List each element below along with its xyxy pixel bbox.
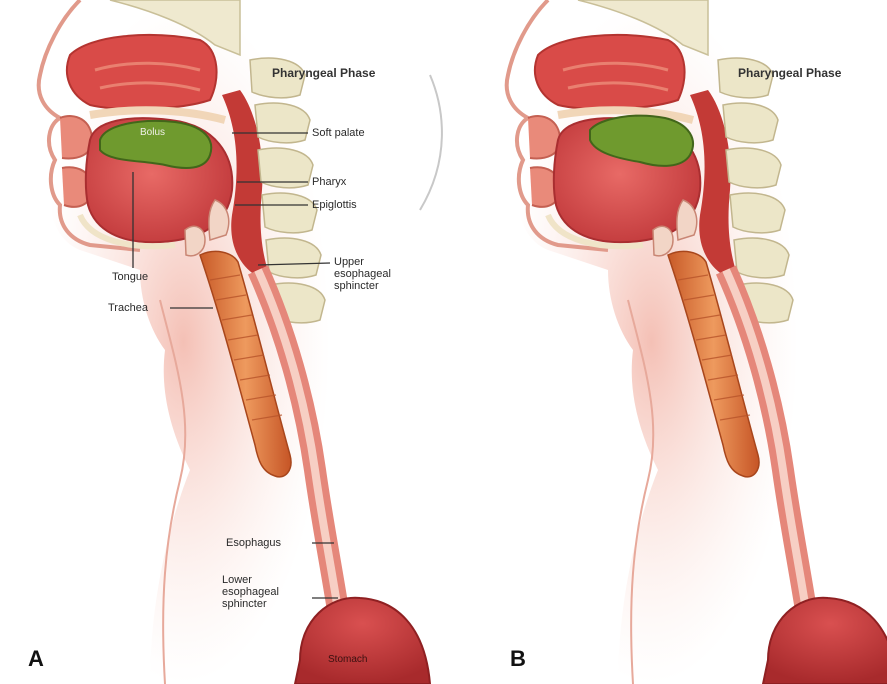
label-trachea: Trachea (108, 302, 148, 314)
label-lower-line-2: esophageal (222, 586, 279, 598)
panel-a-title: Pharyngeal Phase (272, 66, 375, 80)
panel-a-illustration (0, 0, 442, 684)
label-lower-line-1: Lower (222, 574, 279, 586)
label-bolus: Bolus (140, 127, 165, 139)
label-esophagus: Esophagus (226, 537, 281, 549)
panel-a-letter: A (28, 646, 44, 672)
panel-b-illustration (468, 0, 887, 684)
panel-b-letter: B (510, 646, 526, 672)
label-epiglottis: Epiglottis (312, 199, 357, 211)
label-stomach: Stomach (328, 654, 367, 666)
label-lower-line-3: sphincter (222, 598, 279, 610)
label-lower-esophageal-sphincter: Lower esophageal sphincter (222, 574, 279, 610)
label-upper-line-2: esophageal (334, 268, 391, 280)
label-soft-palate: Soft palate (312, 127, 365, 139)
label-upper-esophageal-sphincter: Upper esophageal sphincter (334, 256, 391, 292)
label-tongue: Tongue (112, 271, 148, 283)
panel-b-title: Pharyngeal Phase (738, 66, 841, 80)
label-pharynx: Pharyx (312, 176, 346, 188)
label-upper-line-3: sphincter (334, 280, 391, 292)
label-upper-line-1: Upper (334, 256, 391, 268)
